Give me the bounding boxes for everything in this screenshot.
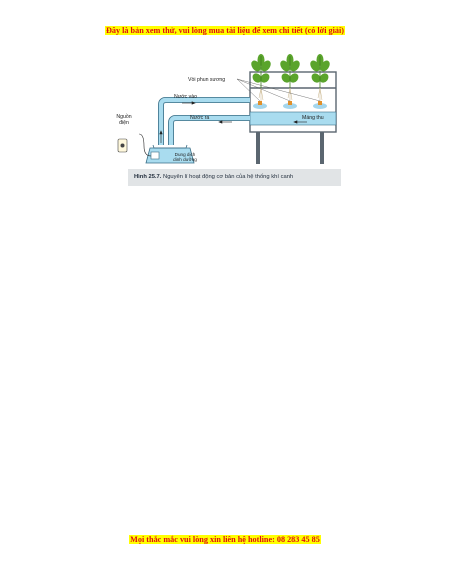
aeroponics-diagram <box>117 54 337 164</box>
label-water-in: Nước vào <box>174 94 198 100</box>
spray-nozzles <box>258 101 322 105</box>
inlet-pipe-outline <box>158 97 250 145</box>
spray-mist <box>253 103 327 109</box>
plant-roots <box>258 87 323 103</box>
stand-leg-left <box>256 132 260 164</box>
pump <box>150 151 160 160</box>
label-trough: Máng thu <box>302 115 324 121</box>
label-power: Nguồn điện <box>113 114 135 126</box>
sprayer-leader-lines <box>236 78 321 102</box>
plants <box>251 54 330 88</box>
flow-arrows <box>159 101 307 143</box>
caption-text: Nguyên lí hoạt động cơ bản của hệ thống … <box>163 174 294 180</box>
caption-number: Hình 25.7. <box>134 174 162 180</box>
label-water-out: Nước ra <box>190 115 210 121</box>
label-sprayer: Vòi phun sương <box>188 77 226 83</box>
preview-notice-text: Đây là bản xem thử, vui lòng mua tài liệ… <box>104 26 345 35</box>
aeroponics-figure: Vòi phun sương Nước vào Nguồn điện Nước … <box>110 48 342 190</box>
hotline-banner: Mọi thắc mắc vui lòng xin liên hệ hotlin… <box>0 535 450 545</box>
preview-notice-banner: Đây là bản xem thử, vui lòng mua tài liệ… <box>0 26 450 36</box>
label-solution: Dung dịch dinh dưỡng <box>170 152 200 163</box>
power-cord <box>138 133 152 157</box>
stand-leg-right <box>320 132 324 164</box>
return-pipe-outline <box>168 115 250 145</box>
label-solution-line2: dinh dưỡng <box>173 157 197 163</box>
label-power-line2: điện <box>119 120 129 126</box>
label-power-line1: Nguồn <box>116 114 132 120</box>
caption-bar <box>128 169 341 186</box>
hotline-text: Mọi thắc mắc vui lòng xin liên hệ hotlin… <box>129 535 321 544</box>
figure-caption: Hình 25.7. Nguyên lí hoạt động cơ bản củ… <box>134 173 344 181</box>
label-solution-line1: Dung dịch <box>174 152 196 157</box>
